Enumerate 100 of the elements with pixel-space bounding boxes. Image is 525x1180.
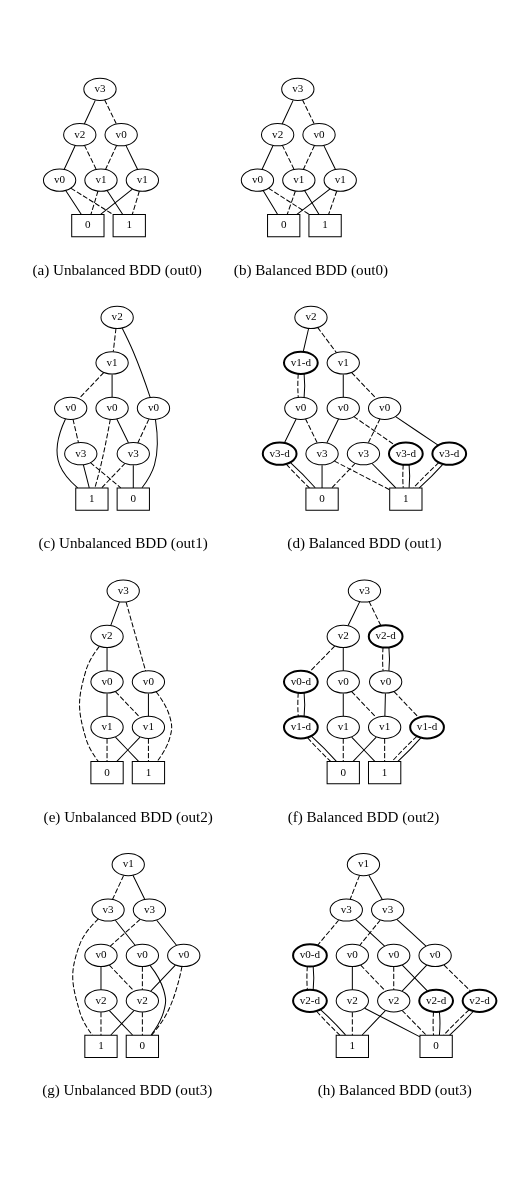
connector <box>308 645 336 673</box>
node-ellipse: v3 <box>371 897 405 922</box>
connector <box>114 690 141 718</box>
node-ellipse: v1 <box>282 168 316 192</box>
node-ellipse: v1 <box>125 168 160 192</box>
connector <box>317 919 340 946</box>
node-ellipse: v3-d <box>431 441 468 466</box>
connector <box>359 919 381 946</box>
node-ellipse: v0 <box>326 396 360 420</box>
connector <box>413 461 440 488</box>
connector <box>320 1008 346 1035</box>
connector <box>112 327 117 352</box>
connector <box>131 190 140 215</box>
node-ellipse: v1 <box>323 168 357 192</box>
connector <box>443 1008 470 1035</box>
label: (f) Balanced BDD (out2) <box>287 808 440 825</box>
node-ellipse: v3-d <box>261 441 298 466</box>
connector <box>297 372 299 398</box>
node-ellipse: v1 <box>131 715 166 739</box>
connector <box>347 600 361 626</box>
connector <box>100 188 133 215</box>
connector <box>90 190 99 215</box>
connector <box>354 918 386 947</box>
connector <box>384 737 386 762</box>
connector <box>401 1009 427 1035</box>
connector <box>333 460 391 490</box>
connector <box>349 874 360 899</box>
node-ellipse: v3 <box>132 897 167 922</box>
node-ellipse: v2 <box>63 122 97 146</box>
node-box: 1 <box>131 760 166 784</box>
connector <box>106 646 108 671</box>
node-ellipse: v0 <box>125 943 160 967</box>
connector <box>438 1010 441 1035</box>
connector <box>311 735 337 762</box>
node-ellipse: v3 <box>329 897 363 922</box>
connector <box>121 327 151 398</box>
node-box: 1 <box>84 1034 118 1058</box>
label: (h) Balanced BDD (out3) <box>317 1081 472 1098</box>
connector <box>443 964 472 992</box>
connector <box>351 690 377 718</box>
node-ellipse: v0 <box>326 669 360 693</box>
label: (c) Unbalanced BDD (out1) <box>38 534 208 551</box>
label: (a) Unbalanced BDD (out0) <box>32 261 202 278</box>
node-ellipse: v3 <box>347 578 382 603</box>
node-ellipse: v2-d <box>367 623 404 649</box>
connector <box>156 919 177 946</box>
node-ellipse: v0-d <box>283 669 319 694</box>
connector <box>418 463 444 488</box>
connector <box>72 418 79 443</box>
connector <box>56 418 79 488</box>
connector <box>286 463 310 488</box>
node-ellipse: v1 <box>95 350 129 374</box>
node-ellipse: v3 <box>281 77 315 101</box>
connector <box>397 736 422 762</box>
connector <box>360 964 386 992</box>
node-ellipse: v1 <box>368 715 402 739</box>
node-box: 1 <box>308 213 342 237</box>
connector <box>112 874 125 900</box>
connector <box>328 190 338 215</box>
node-ellipse: v0-d <box>292 942 328 968</box>
node-box: 1 <box>75 487 109 511</box>
connector <box>402 463 404 488</box>
connector <box>114 919 136 946</box>
connector <box>110 601 120 626</box>
connector <box>104 98 117 124</box>
connector <box>306 965 308 990</box>
connector <box>63 144 76 170</box>
connector <box>149 964 167 1035</box>
node-box: 0 <box>419 1034 453 1058</box>
node-box: 0 <box>116 487 150 511</box>
connector <box>84 144 97 170</box>
connector <box>371 462 397 488</box>
node-ellipse: v2 <box>84 988 118 1012</box>
connector <box>303 372 306 398</box>
connector <box>132 874 146 900</box>
connector <box>342 373 344 398</box>
node-box: 0 <box>90 760 124 784</box>
connector <box>141 1011 143 1036</box>
connector <box>155 690 173 762</box>
node-ellipse: v0 <box>240 168 275 192</box>
node-ellipse: v2 <box>294 305 328 329</box>
node-ellipse: v3 <box>106 578 140 603</box>
connector <box>297 691 299 717</box>
connector <box>351 1011 353 1036</box>
connector <box>151 965 183 1036</box>
connector <box>353 415 396 446</box>
connector <box>105 144 117 170</box>
node-ellipse: v2 <box>261 122 295 146</box>
connector <box>72 917 99 1035</box>
node-ellipse: v0 <box>136 396 171 420</box>
label: (e) Unbalanced BDD (out2) <box>43 808 213 825</box>
node-ellipse: v3 <box>346 441 381 465</box>
connector <box>111 373 113 398</box>
connector <box>281 99 294 124</box>
connector <box>302 98 315 124</box>
connector <box>116 417 129 443</box>
node-ellipse: v2 <box>90 624 124 648</box>
connector <box>351 965 353 990</box>
connector <box>147 692 149 717</box>
node-ellipse: v2 <box>326 624 360 648</box>
